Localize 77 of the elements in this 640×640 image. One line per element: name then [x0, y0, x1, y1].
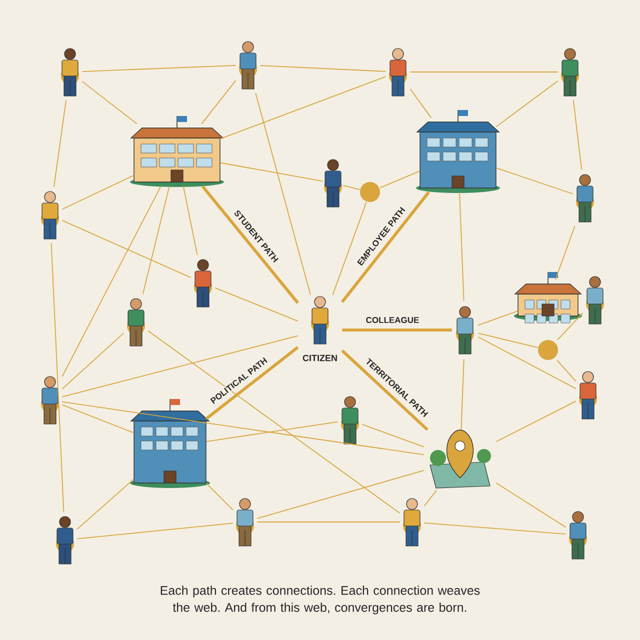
connector-line	[142, 186, 170, 294]
connector-line	[478, 310, 518, 326]
connector-line	[148, 330, 400, 514]
person-figure	[389, 48, 407, 96]
connector-line	[341, 191, 430, 303]
person-figure	[456, 306, 474, 354]
connector-line	[410, 88, 432, 118]
person-figure	[341, 396, 359, 444]
connector-line	[256, 470, 424, 519]
connector-line	[62, 335, 298, 398]
connector-line	[62, 186, 162, 377]
connector-line	[478, 336, 576, 390]
caption: Each path creates connections. Each connection weaves the web. And from this web, convergences are born.	[160, 586, 480, 614]
connector-line	[54, 100, 67, 188]
connector-line	[260, 65, 386, 72]
person-figure	[586, 276, 604, 324]
connector-line	[62, 401, 424, 456]
person-figure	[41, 191, 59, 240]
person-figure	[403, 498, 421, 546]
office-building-drawing	[416, 110, 500, 193]
person-figure	[236, 498, 254, 546]
connector-line	[62, 404, 134, 434]
person-figure	[561, 48, 579, 96]
connector-line	[82, 65, 236, 72]
connector-line	[572, 100, 582, 170]
person-figure	[41, 376, 59, 424]
connector-line	[459, 192, 464, 302]
connector-line	[62, 174, 134, 210]
connection-dot	[538, 340, 558, 360]
connector-line	[206, 421, 338, 442]
connector-line	[332, 202, 367, 296]
connector-line	[201, 185, 299, 304]
person-figure	[576, 174, 594, 222]
connector-line	[557, 312, 584, 340]
connector-line	[424, 490, 438, 507]
connector-line	[62, 332, 124, 390]
school-drawing	[130, 116, 224, 187]
connector-line	[424, 522, 566, 534]
connector-line	[76, 522, 234, 540]
connector-line	[76, 478, 134, 530]
person-figure	[56, 516, 74, 564]
school-drawing	[514, 272, 582, 324]
person-figure	[194, 259, 212, 308]
connector-line	[342, 328, 452, 332]
connector-line	[50, 242, 64, 512]
connector-line	[182, 186, 198, 256]
connector-line	[478, 332, 538, 348]
node-label: CITIZEN	[302, 354, 337, 362]
connector-line	[556, 360, 576, 382]
connector-line	[362, 424, 424, 448]
connector-line	[82, 81, 138, 124]
connector-line	[342, 185, 360, 190]
connector-line	[496, 167, 574, 194]
connector-line	[206, 482, 234, 510]
person-figure	[239, 41, 257, 90]
connector-line	[220, 162, 324, 182]
connector-line	[341, 350, 429, 431]
connector-line	[255, 92, 311, 296]
person-figure	[324, 159, 342, 208]
connector-line	[496, 80, 558, 128]
connector-line	[380, 170, 420, 188]
connector-line	[62, 220, 192, 278]
connector-line	[496, 400, 576, 442]
connector-line	[554, 226, 576, 280]
connector-line	[201, 80, 236, 124]
person-figure	[569, 511, 587, 560]
connector-line	[496, 482, 566, 528]
connector-line	[205, 346, 299, 420]
map-pin-drawing	[430, 430, 491, 488]
city-hall-drawing	[130, 398, 210, 488]
person-figure	[127, 298, 145, 346]
person-figure	[61, 48, 79, 96]
connector-line	[220, 76, 386, 140]
connector-line	[460, 358, 464, 430]
connector-line	[214, 287, 298, 322]
connection-dot	[360, 182, 380, 202]
person-figure	[579, 371, 597, 420]
